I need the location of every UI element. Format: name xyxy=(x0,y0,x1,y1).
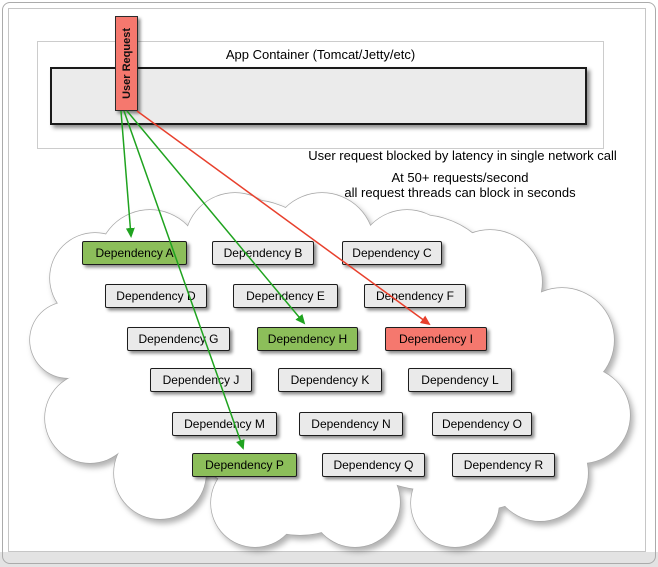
dependency-box-dependency-i: Dependency I xyxy=(385,327,487,351)
dependency-box-dependency-a: Dependency A xyxy=(82,241,187,265)
request-rate-caption-line1: At 50+ requests/second xyxy=(391,170,529,185)
request-rate-caption-line2: all request threads can block in seconds xyxy=(344,185,576,200)
dependency-box-dependency-c: Dependency C xyxy=(342,241,442,265)
dependency-box-dependency-m: Dependency M xyxy=(172,412,277,436)
dependency-box-dependency-b: Dependency B xyxy=(212,241,314,265)
dependency-box-dependency-e: Dependency E xyxy=(233,284,338,308)
user-request-label: User Request xyxy=(120,28,133,99)
dependency-box-dependency-n: Dependency N xyxy=(299,412,403,436)
dependency-box-dependency-k: Dependency K xyxy=(278,368,382,392)
latency-blocked-caption: User request blocked by latency in singl… xyxy=(308,148,617,163)
dependency-box-dependency-q: Dependency Q xyxy=(322,453,425,477)
dependency-box-dependency-j: Dependency J xyxy=(150,368,252,392)
window-bottom-strip xyxy=(0,552,658,567)
dependency-box-dependency-r: Dependency R xyxy=(452,453,555,477)
dependency-box-dependency-p: Dependency P xyxy=(192,453,297,477)
dependency-box-dependency-g: Dependency G xyxy=(127,327,230,351)
dependency-box-dependency-l: Dependency L xyxy=(408,368,512,392)
user-request-box: User Request xyxy=(115,16,138,111)
dependency-box-dependency-d: Dependency D xyxy=(105,284,207,308)
dependency-box-dependency-o: Dependency O xyxy=(432,412,532,436)
request-rate-caption: At 50+ requests/second all request threa… xyxy=(280,170,640,200)
app-container-title: App Container (Tomcat/Jetty/etc) xyxy=(225,47,416,62)
dependency-box-dependency-f: Dependency F xyxy=(364,284,466,308)
dependency-box-dependency-h: Dependency H xyxy=(257,327,358,351)
